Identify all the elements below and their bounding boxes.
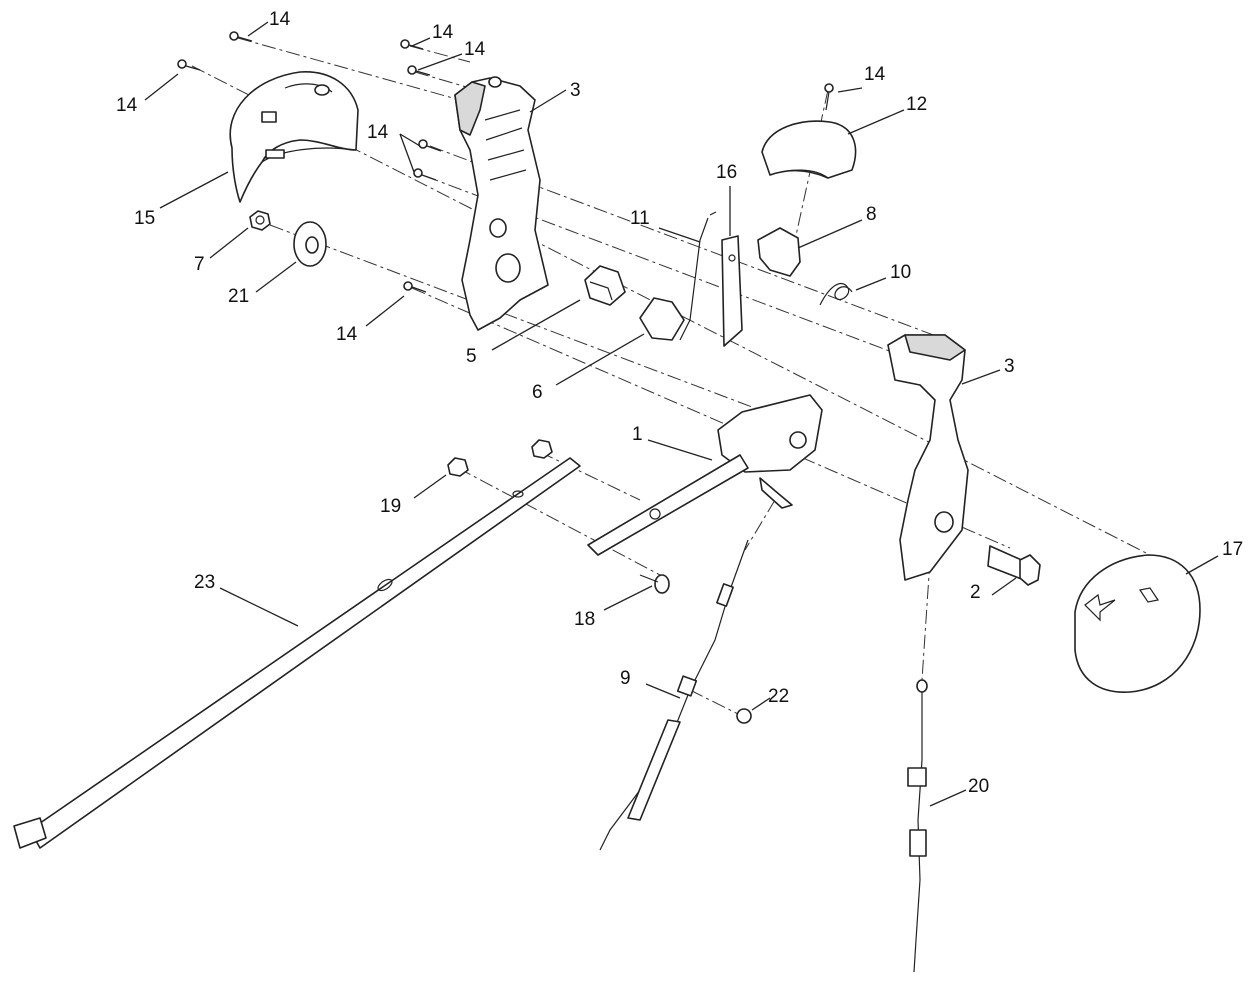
callout-9: 9 [620,668,631,689]
callout-11: 11 [630,208,650,229]
part-19-nuts [447,439,553,477]
part-9-cable [599,539,752,851]
part-6-cam [639,297,685,341]
callout-14: 14 [269,9,291,30]
callout-5: 5 [466,346,477,367]
callout-15: 15 [134,208,155,229]
callout-14: 14 [432,22,454,43]
callout-23: 23 [194,572,215,593]
part-15-left-cover [229,71,359,203]
callout-6: 6 [532,382,543,403]
callout-14: 14 [464,39,486,60]
callout-14: 14 [336,324,358,345]
part-1-shift-lever [587,394,823,556]
part-3-left-bracket [454,76,549,331]
callout-19: 19 [380,496,401,517]
part-12-cap [761,120,857,179]
part-18-pin [639,574,670,594]
screw-14-a [229,31,253,42]
screw-14-h [824,83,834,111]
callout-8: 8 [866,204,877,225]
part-16-plate [721,235,743,347]
screw-14-g [403,281,427,293]
part-20-cable [907,679,928,973]
callout-10: 10 [890,262,911,283]
screw-14-b [177,59,201,71]
part-5-clip [584,265,626,306]
callout-12: 12 [906,94,927,115]
callout-1: 1 [632,424,643,445]
leader-lines [144,21,1219,807]
callout-16: 16 [716,162,737,183]
callout-21: 21 [228,286,249,307]
part-11-wire [679,211,717,341]
callout-14: 14 [367,122,389,143]
callout-labels: 14 14 14 14 14 14 14 3 3 15 7 21 16 11 1… [116,9,1243,797]
callout-2: 2 [970,582,981,603]
screw-14-d [407,65,431,76]
callout-18: 18 [574,609,595,630]
part-21-washer [293,221,327,267]
callout-14: 14 [864,64,886,85]
callout-7: 7 [194,254,205,275]
part-10-spring [819,283,853,306]
callout-3: 3 [1004,356,1015,377]
screw-14-f [413,168,437,181]
screw-14-c [400,39,424,50]
part-7-nut [249,210,271,231]
screws-14 [177,31,834,293]
part-23-rod [13,457,581,849]
part-2-bolt [987,545,1041,586]
callout-17: 17 [1222,539,1243,560]
part-3-right-bracket [887,334,969,581]
part-17-right-cover [1074,554,1201,693]
callout-20: 20 [968,776,989,797]
callout-3: 3 [570,80,581,101]
callout-22: 22 [768,686,789,707]
screw-14-e [418,139,442,152]
part-8-lever [757,227,801,277]
callout-14: 14 [116,95,138,116]
